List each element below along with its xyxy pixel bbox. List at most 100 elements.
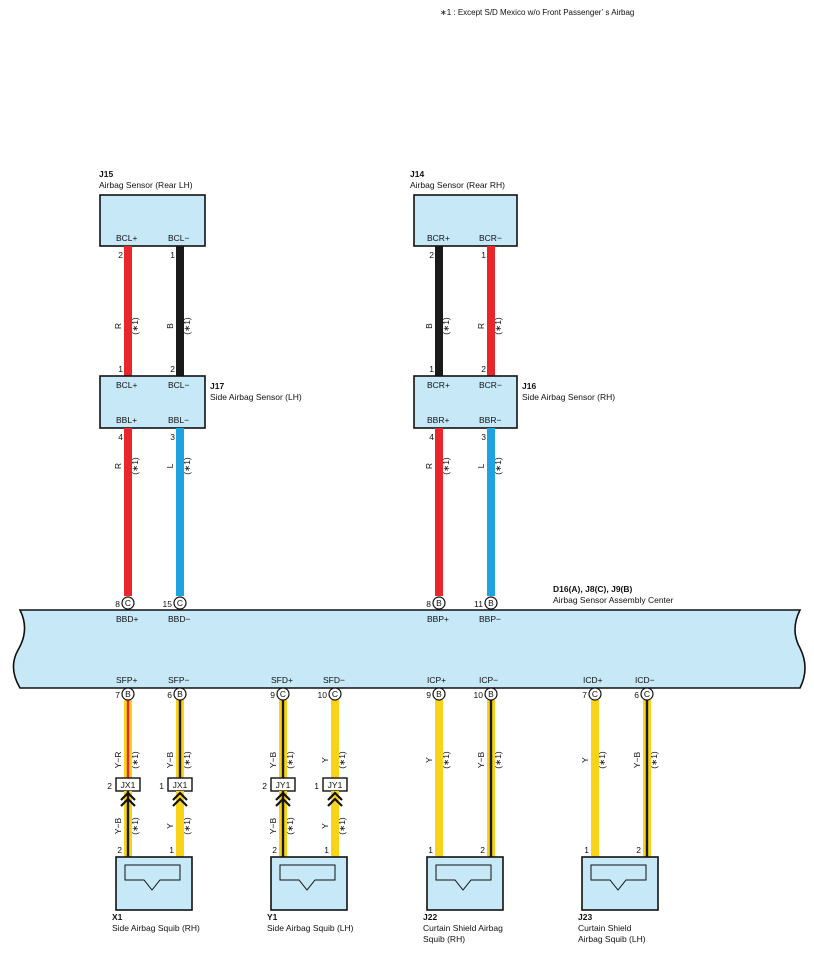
connector-circle: [328, 687, 342, 701]
y1-name: Side Airbag Squib (LH): [267, 923, 354, 933]
star-note: (∗1): [493, 457, 503, 475]
j17-bot-b: BBL−: [168, 415, 189, 425]
wire-color-code: Y−B: [165, 752, 175, 769]
j22-name-1: Curtain Shield Airbag: [423, 923, 503, 933]
j14-connector-box: [413, 194, 518, 247]
pin-number: 1: [584, 845, 589, 855]
j15-name: Airbag Sensor (Rear LH): [99, 180, 193, 190]
star-note: (∗1): [182, 817, 192, 835]
squib-x1: X1 Side Airbag Squib (RH): [112, 856, 200, 933]
pin-number: 1: [170, 250, 175, 260]
connector-circle: [432, 687, 446, 701]
connector-circle: [276, 687, 290, 701]
center-pin-label: SFP−: [168, 675, 190, 685]
j16-code: J16: [522, 381, 536, 391]
bottom-wire-6: ICP− 10 B Y−B (∗1) 2: [474, 675, 503, 857]
star-note: (∗1): [493, 751, 503, 769]
star-note: (∗1): [337, 751, 347, 769]
wire-color-code: R: [113, 323, 123, 329]
j16-connector-box: [413, 375, 518, 429]
center-pin-label: ICP−: [479, 675, 498, 685]
pin-number: 7: [582, 690, 587, 700]
airbag-sensor-center-body: [12, 609, 806, 689]
j15-pin-a-label: BCL+: [116, 233, 138, 243]
pin-number: 2: [480, 845, 485, 855]
wire-color-code: Y: [424, 757, 434, 763]
center-pin-label: ICP+: [427, 675, 446, 685]
pin-number: 6: [634, 690, 639, 700]
pin-number: 10: [318, 690, 328, 700]
connector-letter: C: [592, 689, 598, 699]
star-note: (∗1): [337, 817, 347, 835]
junction-code: JY1: [328, 780, 343, 790]
wire-j17-red: 4 R (∗1) 8 C: [113, 428, 140, 610]
wire-color-code: R: [424, 463, 434, 469]
j14-name: Airbag Sensor (Rear RH): [410, 180, 505, 190]
star-note: (∗1): [130, 751, 140, 769]
connector-letter: C: [644, 689, 650, 699]
star-note: (∗1): [441, 317, 451, 335]
pin-number: 2: [262, 781, 267, 791]
wire-color-code: R: [476, 323, 486, 329]
star-note: (∗1): [441, 457, 451, 475]
star-note: (∗1): [130, 817, 140, 835]
star-note: (∗1): [493, 317, 503, 335]
pin-number: 1: [169, 845, 174, 855]
x1-name: Side Airbag Squib (RH): [112, 923, 200, 933]
connector-circle: [173, 687, 187, 701]
center-pin-bbp-minus: BBP−: [479, 614, 501, 624]
pin-number: 1: [428, 845, 433, 855]
center-pin-label: ICD−: [635, 675, 655, 685]
pin-number: 11: [474, 599, 483, 609]
connector-letter: B: [488, 598, 494, 608]
center-pin-label: SFD+: [271, 675, 293, 685]
star-note: (∗1): [130, 457, 140, 475]
j14-pin-a-label: BCR+: [427, 233, 450, 243]
center-name: Airbag Sensor Assembly Center: [553, 595, 674, 605]
pin-number: 10: [474, 690, 484, 700]
pin-number: 9: [270, 690, 275, 700]
squib-j22: J22 Curtain Shield Airbag Squib (RH): [423, 856, 504, 944]
pin-number: 2: [636, 845, 641, 855]
pin-number: 9: [426, 690, 431, 700]
connector-letter: B: [436, 598, 442, 608]
junction-code: JY1: [276, 780, 291, 790]
wire-color-code: L: [476, 463, 486, 468]
center-pin-bbd-minus: BBD−: [168, 614, 190, 624]
connector-letter: B: [488, 689, 494, 699]
star-note: (∗1): [182, 317, 192, 335]
wire-color-code: L: [165, 463, 175, 468]
y1-code: Y1: [267, 912, 278, 922]
connector-circle: [484, 687, 498, 701]
wire-color-code: Y: [165, 823, 175, 829]
j17-bot-a: BBL+: [116, 415, 137, 425]
j22-name-2: Squib (RH): [423, 934, 465, 944]
j15-pin-b-label: BCL−: [168, 233, 190, 243]
wire-color-code: Y−B: [632, 752, 642, 769]
connector-letter: C: [280, 689, 286, 699]
pin-number: 2: [429, 250, 434, 260]
wire-color-code: Y: [580, 757, 590, 763]
wire-color-code: Y−B: [476, 752, 486, 769]
j15-code: J15: [99, 169, 113, 179]
star-note: (∗1): [285, 751, 295, 769]
pin-number: 7: [115, 690, 120, 700]
wire-color-code: Y: [320, 823, 330, 829]
wire-j16-blue: 3 L (∗1) 11 B: [474, 428, 503, 610]
pin-number: 1: [429, 364, 434, 374]
connector-letter: B: [177, 689, 183, 699]
j16-name: Side Airbag Sensor (RH): [522, 392, 615, 402]
pin-number: 1: [159, 781, 164, 791]
wire-color-code: Y−B: [268, 752, 278, 769]
pin-number: 2: [481, 364, 486, 374]
connector-circle: [121, 687, 135, 701]
wire-color-code: B: [424, 323, 434, 329]
pin-number: 3: [481, 432, 486, 442]
wire-color-code: Y: [320, 757, 330, 763]
center-pin-bbd-plus: BBD+: [116, 614, 138, 624]
